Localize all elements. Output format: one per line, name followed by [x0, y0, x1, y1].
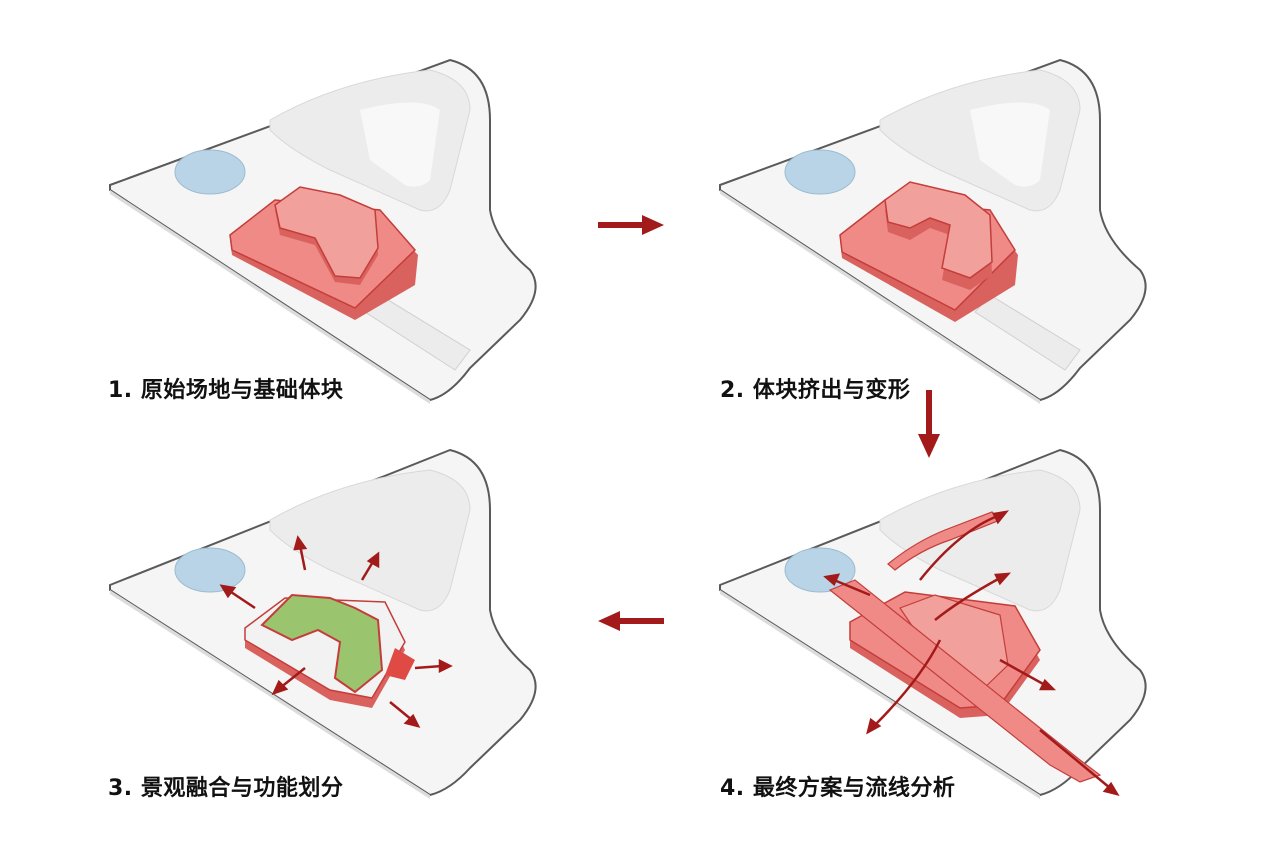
step-3-caption: 3. 景观融合与功能划分: [108, 776, 344, 801]
site-model-2: [719, 58, 1147, 404]
lake: [784, 149, 856, 195]
site-model-4: [719, 448, 1147, 799]
lake: [174, 547, 246, 593]
panel-step-1: 1. 原始场地与基础体块: [0, 0, 620, 420]
panel-step-2: 2. 体块挤出与变形: [620, 0, 1264, 420]
mountain: [269, 469, 471, 612]
step-2-caption: 2. 体块挤出与变形: [720, 378, 911, 403]
mountain: [269, 69, 471, 212]
arrow-left-icon: [598, 611, 664, 631]
step-4-caption: 4. 最终方案与流线分析: [720, 776, 956, 801]
outward-arrows: [219, 535, 453, 728]
mountain: [879, 469, 1081, 612]
final-mass: [828, 511, 1102, 783]
lake: [174, 149, 246, 195]
panel-step-4: 4. 最终方案与流线分析: [620, 430, 1264, 848]
step-1-caption: 1. 原始场地与基础体块: [108, 378, 344, 403]
site-model-3: [109, 448, 537, 799]
base-mass: [229, 186, 418, 320]
extruded-mass: [839, 181, 1018, 322]
site-model-1: [109, 58, 537, 404]
arrow-down-icon: [918, 390, 940, 458]
arrow-right-icon: [598, 215, 664, 235]
landscape-mass: [244, 593, 415, 708]
mountain: [879, 69, 1081, 212]
panel-step-3: 3. 景观融合与功能划分: [0, 430, 620, 848]
circulation-arrows: [823, 510, 1120, 796]
